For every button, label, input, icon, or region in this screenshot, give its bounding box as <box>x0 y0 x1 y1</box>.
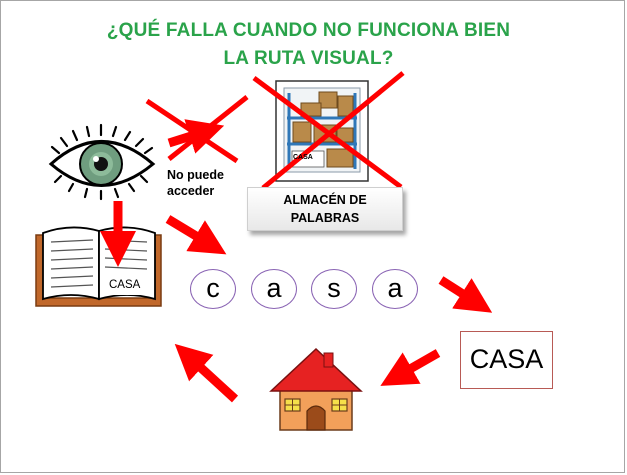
warehouse-label-line-2: PALABRAS <box>290 211 360 225</box>
eye-icon <box>48 123 156 201</box>
title-line-1: ¿QUÉ FALLA CUANDO NO FUNCIONA BIEN <box>106 20 511 41</box>
letter-circle-2: a <box>251 269 297 309</box>
book-icon <box>35 226 162 307</box>
no-access-label: No puede acceder <box>167 168 224 198</box>
warehouse-label-line-1: ALMACÉN DE <box>283 193 367 207</box>
warehouse-label: ALMACÉN DE PALABRAS <box>247 187 403 231</box>
arrow-house-to-book <box>174 343 239 403</box>
arrow-word-to-house <box>380 349 441 386</box>
warehouse-box-word: CASA <box>293 154 313 161</box>
slide-title: ¿QUÉ FALLA CUANDO NO FUNCIONA BIEN LA RU… <box>1 17 616 73</box>
letter-circle-1: c <box>190 269 236 309</box>
arrow-eye-to-letters <box>165 215 227 255</box>
arrow-letters-to-word <box>438 276 493 313</box>
letter-circle-3: s <box>311 269 357 309</box>
word-box: CASA <box>460 331 553 389</box>
book-word: CASA <box>109 279 141 291</box>
letter-circle-4: a <box>372 269 418 309</box>
blocked-arrow <box>145 95 249 164</box>
title-line-2: LA RUTA VISUAL? <box>223 48 394 69</box>
house-icon <box>269 347 363 431</box>
cross-out-mark <box>252 71 405 190</box>
